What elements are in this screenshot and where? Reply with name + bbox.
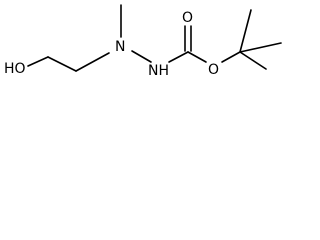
- bond-c-oester: [187, 51, 207, 63]
- atom-amine-n-label: N: [115, 39, 125, 55]
- bond-ch2-ch2: [47, 56, 77, 72]
- atom-ester-o-label: O: [208, 62, 219, 78]
- bond-cq-methyl-bottom: [239, 51, 267, 70]
- bond-oester-cq: [221, 51, 241, 63]
- atom-hydroxyl-label: HO: [4, 61, 26, 77]
- bond-nh-c: [168, 51, 189, 63]
- bond-ch2-n: [75, 52, 110, 72]
- bond-cq-methyl-right: [239, 42, 282, 53]
- chemical-structure: HO N NH O O: [4, 4, 282, 79]
- bond-n-nh: [131, 50, 152, 63]
- bond-ho-ch2: [27, 56, 49, 67]
- atom-carbonyl-o-label: O: [182, 10, 193, 26]
- bond-cq-methyl-top: [239, 9, 252, 53]
- atom-hydrazide-nh-label: NH: [148, 63, 169, 79]
